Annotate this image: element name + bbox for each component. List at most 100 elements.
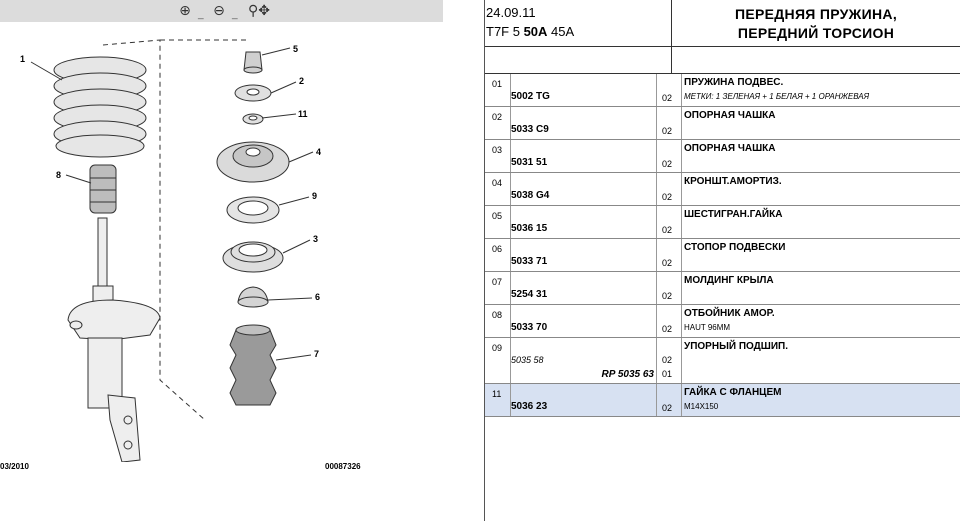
page-title-line2: ПЕРЕДНИЙ ТОРСИОН: [737, 25, 895, 41]
part-ref[interactable]: 5038 G4: [511, 190, 550, 201]
diagram-toolbar: ⊕ _ ⊖ _ ⚲✥: [0, 0, 443, 22]
part-ref[interactable]: 5031 51: [511, 157, 548, 168]
part-desc: ПРУЖИНА ПОДВЕС.: [684, 77, 784, 88]
part-desc: КРОНШТ.АМОРТИЗ.: [684, 176, 782, 187]
table-row[interactable]: 02 5033 C9 02 ОПОРНАЯ ЧАШКА: [485, 107, 960, 140]
part-desc: ГАЙКА С ФЛАНЦЕМ: [684, 387, 782, 398]
table-subheader: [485, 47, 960, 74]
coil-spring-part: [53, 56, 147, 158]
part-ref[interactable]: 5002 TG: [511, 91, 550, 102]
part-qty: 02: [662, 355, 673, 365]
row-number: 08: [492, 310, 503, 320]
parts-diagram-panel: ⊕ _ ⊖ _ ⚲✥: [0, 0, 444, 521]
table-row[interactable]: 08 5033 70 02 ОТБОЙНИК АМОР. HAUT 96MM: [485, 305, 960, 338]
part-ref[interactable]: 5033 71: [511, 256, 548, 267]
part-qty: 02: [662, 258, 673, 268]
row-number: 11: [492, 389, 502, 399]
header-code-prefix: T7F 5: [486, 24, 524, 39]
part-qty: 02: [662, 93, 673, 103]
bump-stop-part: [89, 164, 117, 214]
toolbar-separator: _: [232, 9, 238, 20]
callout-3: 3: [313, 234, 318, 244]
header-code: T7F 5 50A 45A: [486, 24, 574, 39]
table-row[interactable]: 03 5031 51 02 ОПОРНАЯ ЧАШКА: [485, 140, 960, 173]
callout-8: 8: [56, 170, 61, 180]
part-ref-alt[interactable]: 5035 58: [511, 355, 544, 365]
header-date: 24.09.11: [486, 5, 536, 20]
callout-1: 1: [20, 54, 25, 64]
part-qty: 02: [662, 192, 673, 202]
part-ref[interactable]: 5254 31: [511, 289, 548, 300]
exploded-view-drawing: 1 8 5 2 11 4 9 3 6 7: [20, 39, 321, 462]
zoom-out-icon[interactable]: ⊖: [213, 3, 225, 19]
part-ref-replacement[interactable]: RP 5035 63: [601, 369, 654, 380]
callout-11: 11: [298, 109, 308, 119]
table-row-selected[interactable]: 11 5036 23 02 ГАЙКА С ФЛАНЦЕМ M14X150: [485, 384, 960, 417]
part-ref[interactable]: 5036 15: [511, 223, 548, 234]
row-number: 01: [492, 79, 503, 89]
zoom-pan-icon[interactable]: ⚲✥: [248, 3, 270, 19]
row-number: 06: [492, 244, 503, 254]
part-desc: МОЛДИНГ КРЫЛА: [684, 275, 774, 286]
row-number: 05: [492, 211, 503, 221]
callout-leaders: [30, 47, 314, 361]
diagram-code: 00087326: [325, 462, 361, 471]
suspension-stop-part: [237, 286, 269, 308]
parts-table: 01 5002 TG 02 ПРУЖИНА ПОДВЕС. МЕТКИ: 1 ЗЕ…: [485, 74, 960, 417]
part-qty: 02: [662, 225, 673, 235]
part-note: HAUT 96MM: [684, 323, 731, 332]
toolbar-separator: _: [198, 9, 204, 20]
zoom-in-icon[interactable]: ⊕: [179, 3, 191, 19]
callout-9: 9: [312, 191, 317, 201]
row-number: 02: [492, 112, 503, 122]
part-qty: 02: [662, 159, 673, 169]
header-info-cell: 24.09.11 T7F 5 50A 45A: [485, 0, 672, 46]
shock-absorber-part: [67, 217, 161, 462]
flange-nut-part: [242, 113, 264, 125]
part-note: M14X150: [684, 402, 719, 411]
diagram-date: 03/2010: [0, 462, 29, 471]
part-desc: УПОРНЫЙ ПОДШИП.: [684, 341, 788, 352]
part-ref[interactable]: 5033 C9: [511, 124, 549, 135]
table-row[interactable]: 06 5033 71 02 СТОПОР ПОДВЕСКИ: [485, 239, 960, 272]
part-note: МЕТКИ: 1 ЗЕЛЕНАЯ + 1 БЕЛАЯ + 1 ОРАНЖЕВАЯ: [684, 92, 870, 101]
table-row[interactable]: 04 5038 G4 02 КРОНШТ.АМОРТИЗ.: [485, 173, 960, 206]
part-desc: ОПОРНАЯ ЧАШКА: [684, 110, 776, 121]
row-number: 09: [492, 343, 503, 353]
header-code-suffix: 45A: [547, 24, 575, 39]
part-desc: СТОПОР ПОДВЕСКИ: [684, 242, 786, 253]
table-row[interactable]: 07 5254 31 02 МОЛДИНГ КРЫЛА: [485, 272, 960, 305]
table-row[interactable]: 05 5036 15 02 ШЕСТИГРАН.ГАЙКА: [485, 206, 960, 239]
page-title: ПЕРЕДНЯЯ ПРУЖИНА, ПЕРЕДНИЙ ТОРСИОН: [672, 5, 960, 43]
parts-header: 24.09.11 T7F 5 50A 45A ПЕРЕДНЯЯ ПРУЖИНА,…: [485, 0, 960, 47]
header-code-bold: 50A: [523, 24, 548, 39]
part-qty: 02: [662, 126, 673, 136]
support-cup-part-3: [222, 241, 284, 273]
table-row[interactable]: 09 5035 58 RP 5035 63 02 01 УПОРНЫЙ ПОДШ…: [485, 338, 960, 384]
part-qty: 02: [662, 403, 673, 413]
support-cup-part-2: [234, 84, 272, 102]
part-desc: ОТБОЙНИК АМОР.: [684, 308, 775, 319]
part-ref[interactable]: 5033 70: [511, 322, 548, 333]
row-number: 04: [492, 178, 503, 188]
hex-nut-part: [243, 51, 263, 74]
callout-7: 7: [314, 349, 319, 359]
callout-2: 2: [299, 76, 304, 86]
callout-5: 5: [293, 44, 298, 54]
dust-boot-part: [229, 324, 277, 406]
row-number: 07: [492, 277, 503, 287]
panel-divider: [484, 0, 485, 521]
part-desc: ОПОРНАЯ ЧАШКА: [684, 143, 776, 154]
part-ref[interactable]: 5036 23: [511, 401, 548, 412]
page-title-line1: ПЕРЕДНЯЯ ПРУЖИНА,: [734, 6, 898, 22]
thrust-bearing-part: [226, 196, 280, 224]
callout-6: 6: [315, 292, 320, 302]
part-qty: 01: [662, 369, 673, 379]
assembly-guide-line: [102, 39, 206, 421]
table-row[interactable]: 01 5002 TG 02 ПРУЖИНА ПОДВЕС. МЕТКИ: 1 ЗЕ…: [485, 74, 960, 107]
part-qty: 02: [662, 291, 673, 301]
part-qty: 02: [662, 324, 673, 334]
callout-4: 4: [316, 147, 321, 157]
table-empty-area: [485, 412, 960, 521]
row-number: 03: [492, 145, 503, 155]
